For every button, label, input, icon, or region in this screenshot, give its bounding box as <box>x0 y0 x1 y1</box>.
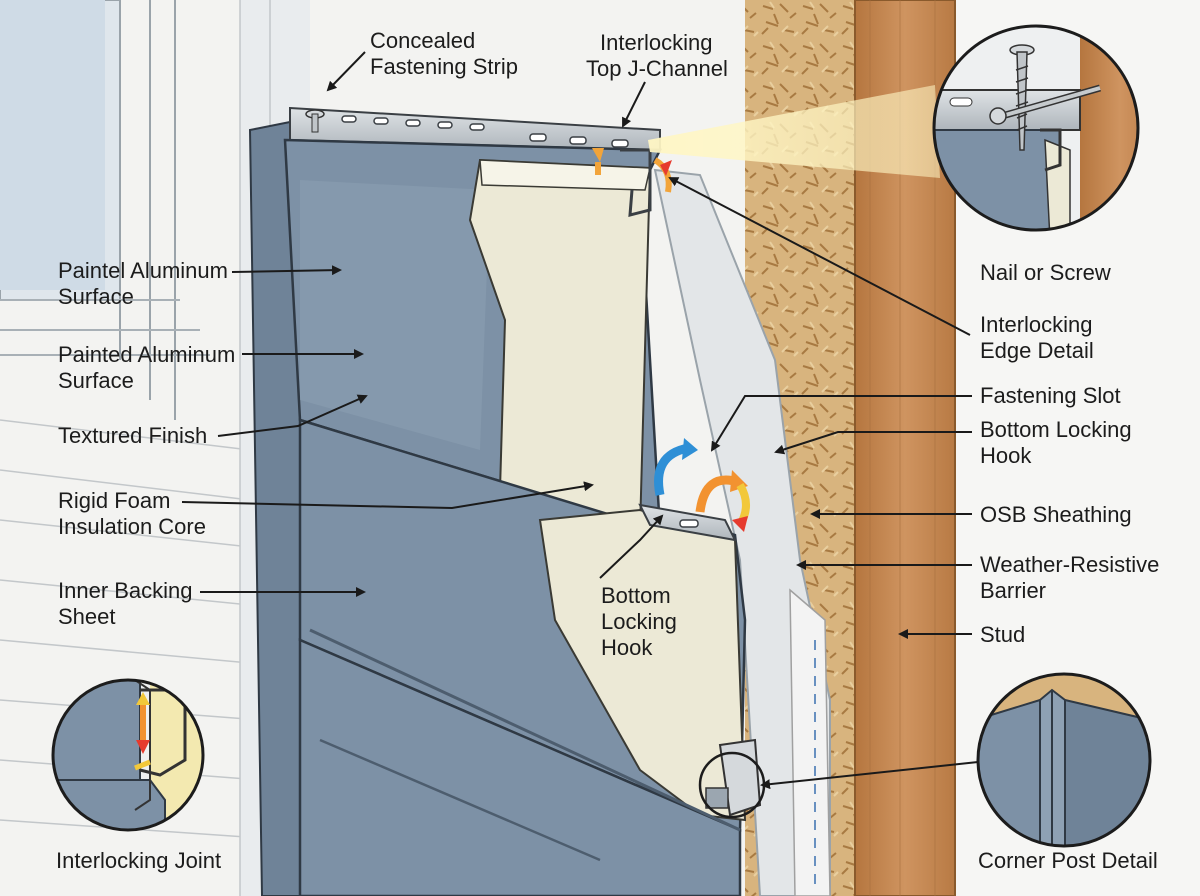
interlocking-joint-detail-circle <box>51 678 205 832</box>
label-corner-post-detail: Corner Post Detail <box>978 848 1158 873</box>
leader-corner-post <box>760 761 979 790</box>
screw-icon <box>1009 44 1035 151</box>
nail-screw-detail-circle <box>932 24 1140 232</box>
leader-top-jchannel <box>622 81 646 128</box>
leader-fastening-slot <box>710 395 972 452</box>
leader-concealed-fastening-strip <box>326 51 366 92</box>
leader-paintel-surface <box>231 265 342 276</box>
label-interlocking-joint: Interlocking Joint <box>56 848 222 873</box>
leader-edge-detail <box>668 177 971 336</box>
label-osb-sheathing: OSB Sheathing <box>980 502 1132 527</box>
leader-bottom-hook-center <box>599 514 664 579</box>
callout-highlight-beam <box>648 85 940 178</box>
label-fastening-slot: Fastening Slot <box>980 383 1121 408</box>
corner-post-detail-circle <box>976 672 1152 848</box>
siding-panels <box>248 106 762 896</box>
weather-barrier-sheet <box>653 168 831 896</box>
label-stud: Stud <box>980 622 1026 647</box>
curved-arrow-icon <box>592 148 750 532</box>
leader-lines <box>181 51 979 790</box>
nail-icon <box>305 109 325 133</box>
leader-textured-finish <box>217 394 368 437</box>
leader-rigid-foam <box>181 481 594 510</box>
label-nail-or-screw: Nail or Screw <box>980 260 1111 285</box>
lower-panel <box>298 638 742 896</box>
label-textured-finish: Textured Finish <box>58 423 208 448</box>
leader-bottom-hook-right <box>774 431 972 455</box>
